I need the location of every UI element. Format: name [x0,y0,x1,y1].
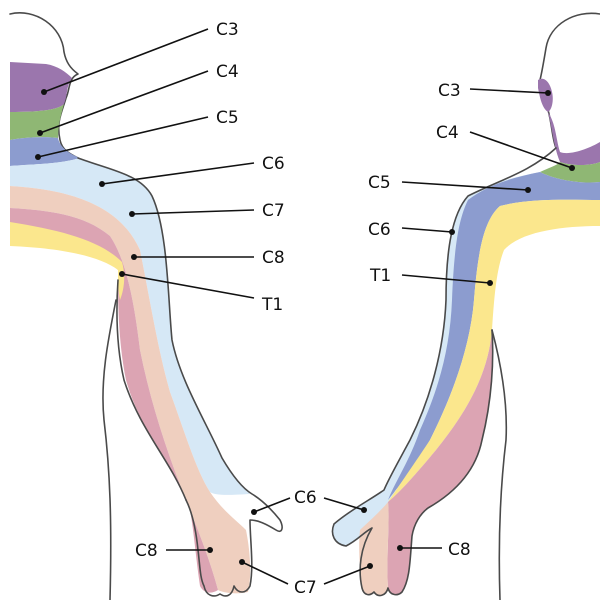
left-hand-c7-leader [241,561,289,585]
left-c7-leader [131,209,255,215]
left-t1-region [10,222,125,300]
right-t1-leader [401,274,491,284]
left-c4-label: C4 [216,62,239,82]
left-labels: C3 C4 C5 C6 C7 C8 T1 C8 [35,20,291,585]
left-c6-label: C6 [262,154,285,174]
right-c3-region [538,78,553,112]
left-arm-inner-outline [116,279,187,501]
left-c5-leader [37,116,209,158]
right-t1-label: T1 [369,266,391,286]
hand-c7-label: C7 [294,578,317,598]
right-c7-region [359,502,389,596]
left-c7-dot [129,211,135,217]
left-hand-c7-dot [239,559,245,565]
left-c3-label: C3 [216,20,239,40]
right-c4-label: C4 [436,123,459,143]
right-c6-label: C6 [368,220,391,240]
left-c8-region [10,208,218,593]
left-body-outline [102,299,117,600]
left-t1-leader [121,273,255,299]
right-c5-label: C5 [368,173,391,193]
right-body-outline [491,329,508,600]
left-c4-region [10,104,64,140]
left-c3-dot [41,89,47,95]
left-c6-dot [99,181,105,187]
left-c4-dot [37,130,43,136]
hand-c6-label: C6 [294,488,317,508]
left-hand-c8-label: C8 [135,541,158,561]
left-c5-label: C5 [216,108,239,128]
left-c6-region [10,158,250,495]
right-c4-region [540,162,600,183]
left-c7-region [10,186,251,594]
right-hand-c8-dot [397,545,403,551]
left-arm-outline [77,157,283,597]
right-hand-c7-dot [367,563,373,569]
left-c6-leader [101,162,255,185]
right-hand-c6-leader [323,497,365,511]
left-c8-dot [131,254,137,260]
right-t1-dot [487,280,493,286]
right-c3-leader [469,88,549,94]
right-labels: C3 C4 C5 C6 T1 C8 [323,81,575,585]
left-t1-label: T1 [261,295,283,315]
left-hand-c6-dot [251,509,257,515]
left-t1-dot [119,271,125,277]
left-c7-label: C7 [262,201,285,221]
right-c4-dot [569,165,575,171]
right-c6-leader [401,227,453,233]
left-c3-region [10,62,72,112]
left-figure [9,12,283,600]
left-c5-region [10,137,80,166]
right-c5-region [388,172,600,500]
right-hand-c7-leader [323,565,371,585]
right-arm-outline [331,147,557,597]
right-figure [331,12,600,600]
left-c8-label: C8 [262,248,285,268]
right-c6-dot [449,229,455,235]
left-hand-c8-dot [207,547,213,553]
right-t1-region [388,199,600,502]
right-c3-label: C3 [438,81,461,101]
left-hand-c6-leader [253,497,291,513]
right-c3-neck-region [548,112,600,165]
right-hand-c6-dot [361,507,367,513]
right-c3-dot [545,90,551,96]
right-c5-dot [525,187,531,193]
right-c4-leader [469,131,573,169]
left-c4-leader [39,70,209,134]
left-c3-leader [43,28,209,93]
right-c5-leader [401,181,529,191]
left-c5-dot [35,154,41,160]
right-hand-c8-label: C8 [448,540,471,560]
right-head-outline [538,12,600,149]
